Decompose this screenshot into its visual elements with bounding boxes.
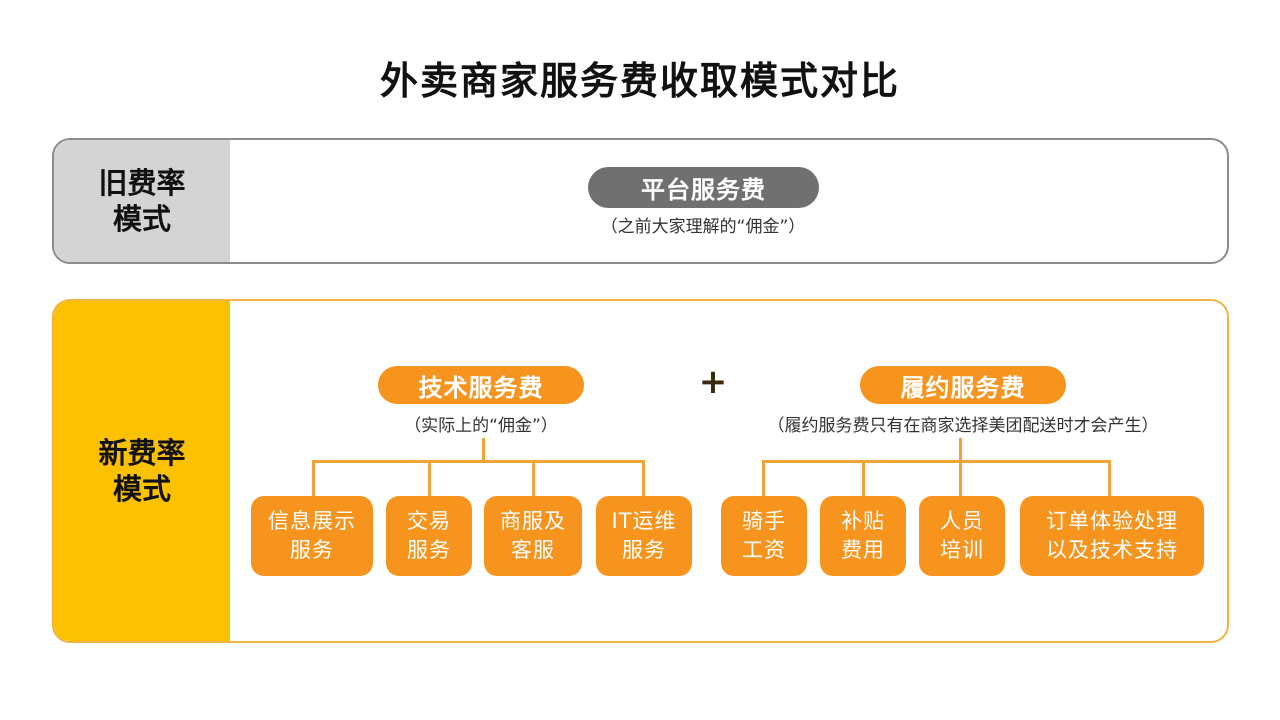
fulfillment-item-order-support: 订单体验处理 以及技术支持: [1020, 496, 1204, 576]
tech-connector-drop: [428, 460, 431, 497]
item-line2: 服务: [622, 538, 666, 562]
plus-icon: +: [698, 362, 728, 402]
platform-fee-note: （之前大家理解的“佣金”）: [600, 217, 806, 237]
fulfillment-item-rider-wages: 骑手 工资: [721, 496, 807, 576]
tech-connector-drop: [312, 460, 315, 497]
tech-connector-stem: [482, 438, 485, 462]
page-title: 外卖商家服务费收取模式对比: [379, 59, 900, 103]
tech-connector-drop: [532, 460, 535, 497]
item-line2: 费用: [841, 538, 885, 562]
fulfillment-fee-pill: 履约服务费: [860, 366, 1066, 404]
item-line1: 订单体验处理: [1046, 509, 1178, 533]
item-line1: 补贴: [841, 509, 885, 533]
platform-fee-pill: 平台服务费: [588, 167, 819, 208]
fulfillment-connector-stem: [959, 438, 962, 462]
new-model-label-line1: 新费率: [98, 436, 186, 470]
fulfillment-fee-note: （履约服务费只有在商家选择美团配送时才会产生）: [767, 416, 1159, 436]
item-line2: 服务: [290, 538, 334, 562]
new-model-panel: 新费率 模式: [52, 299, 1229, 643]
tech-item-info-display: 信息展示 服务: [251, 496, 373, 576]
new-model-label-line2: 模式: [112, 472, 171, 506]
tech-connector-drop: [642, 460, 645, 497]
fulfillment-connector-drop: [862, 460, 865, 497]
item-line1: 商服及: [500, 509, 566, 533]
tech-item-merchant-service: 商服及 客服: [484, 496, 582, 576]
item-line2: 培训: [940, 538, 984, 562]
item-line1: 骑手: [742, 509, 786, 533]
tech-item-transaction: 交易 服务: [386, 496, 472, 576]
old-model-label: 旧费率 模式: [54, 140, 230, 262]
old-model-label-line2: 模式: [112, 202, 171, 236]
new-model-label: 新费率 模式: [54, 301, 230, 641]
fulfillment-item-training: 人员 培训: [919, 496, 1005, 576]
item-line1: 人员: [940, 509, 984, 533]
tech-connector-bar: [312, 460, 645, 463]
tech-fee-note: （实际上的“佣金”）: [404, 416, 558, 436]
fulfillment-connector-drop: [1108, 460, 1111, 497]
item-line2: 服务: [407, 538, 451, 562]
fulfillment-connector-drop: [959, 460, 962, 497]
old-model-label-line1: 旧费率: [98, 166, 186, 200]
fulfillment-connector-drop: [762, 460, 765, 497]
item-line2: 以及技术支持: [1046, 538, 1178, 562]
tech-fee-pill: 技术服务费: [378, 366, 584, 404]
item-line2: 工资: [742, 538, 786, 562]
item-line2: 客服: [511, 538, 555, 562]
item-line1: 交易: [407, 509, 451, 533]
fulfillment-item-subsidy: 补贴 费用: [820, 496, 906, 576]
fulfillment-connector-bar: [762, 460, 1111, 463]
old-model-panel: 旧费率 模式: [52, 138, 1229, 264]
item-line1: IT运维: [611, 509, 677, 533]
tech-item-it-ops: IT运维 服务: [596, 496, 692, 576]
item-line1: 信息展示: [268, 509, 356, 533]
